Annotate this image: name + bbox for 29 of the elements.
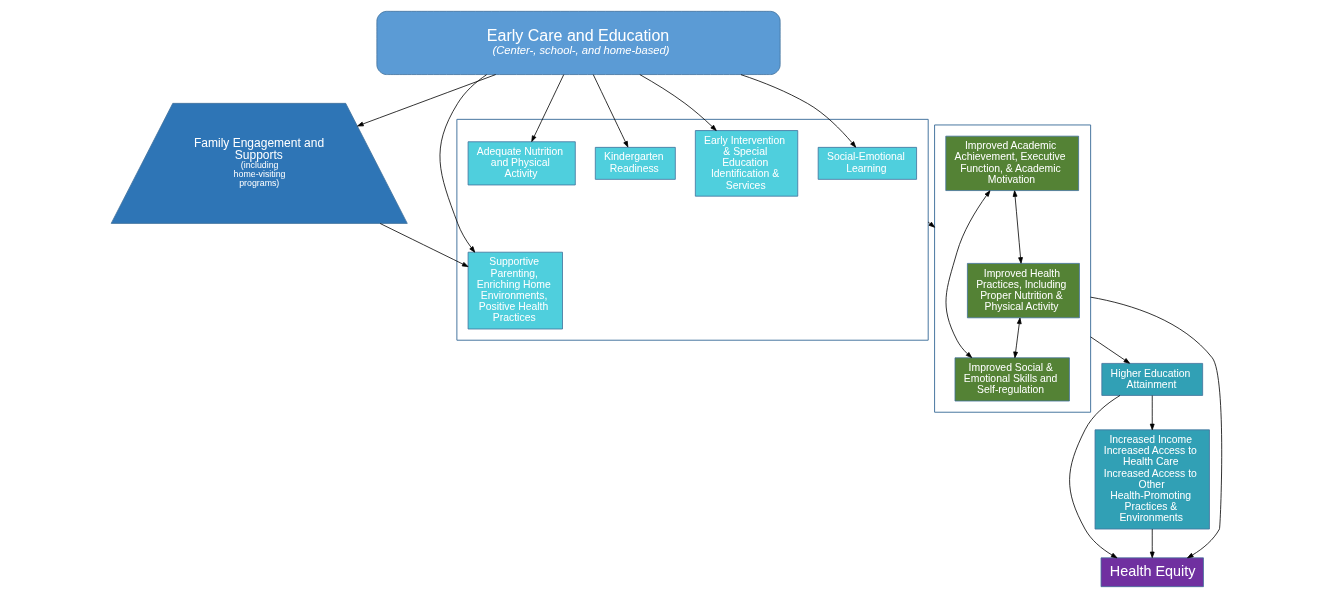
arrow — [945, 190, 991, 358]
arrow — [379, 223, 469, 267]
node-box: Social-Emotional Learning — [817, 146, 917, 180]
node-box: Early Intervention & Special Education Identification & Services — [694, 130, 799, 197]
node-box: Supportive Parenting, Enriching Home Environments, Positive Health Practices — [467, 251, 563, 330]
arrow — [1069, 395, 1121, 559]
arrow — [1012, 190, 1023, 264]
arrow — [927, 221, 935, 228]
node-box: Early Care and Education (Center-, school-, and home-based) — [376, 10, 781, 75]
node-box: Improved Academic Achievement, Executive Function, & Academic Motivation — [945, 135, 1079, 191]
arrow — [740, 74, 857, 148]
arrow — [1013, 317, 1022, 359]
node-box: Adequate Nutrition and Physical Activity — [467, 141, 576, 186]
node-box: Higher Education Attainment — [1101, 363, 1204, 396]
arrow — [357, 74, 497, 127]
node-box: Increased Income Increased Access to Health Care Increased Access to Other Health-Promoting Practices & Environments — [1094, 429, 1210, 530]
arrow — [1149, 395, 1155, 431]
node-box: Improved Social & Emotional Skills and Self-regulation — [954, 357, 1070, 402]
node-box: Improved Health Practices, Including Proper Nutrition & Physical Activity — [967, 263, 1080, 319]
arrow — [1090, 336, 1130, 364]
arrow — [1149, 528, 1155, 559]
arrow — [531, 74, 565, 142]
arrow — [1090, 296, 1223, 559]
cluster — [934, 124, 1092, 413]
arrow — [439, 74, 487, 253]
arrow — [639, 74, 717, 131]
node-box: Kindergarten Readiness — [594, 146, 676, 180]
arrow — [592, 74, 629, 148]
node-box: Health Equity — [1100, 557, 1204, 588]
